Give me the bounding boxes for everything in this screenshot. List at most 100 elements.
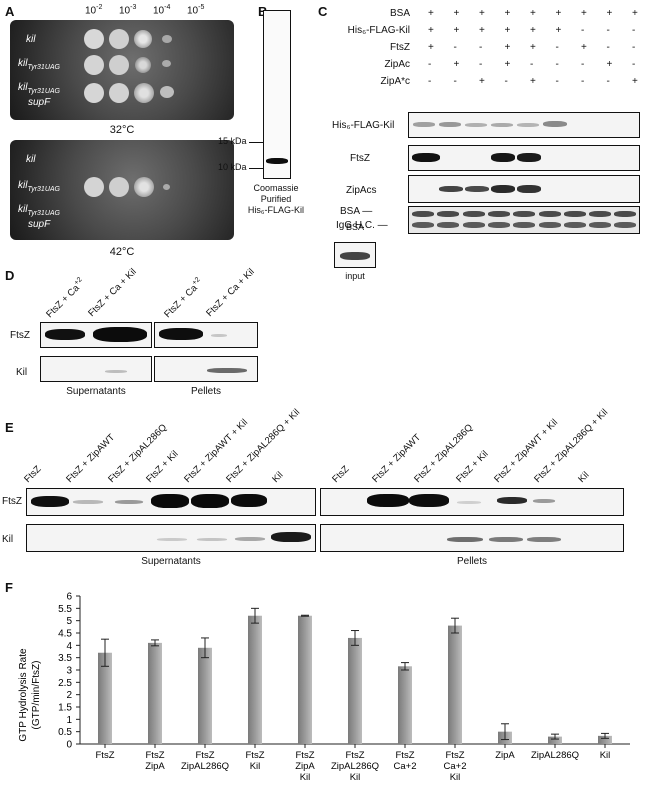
x-tick-label: ZipAL286Q (181, 761, 229, 772)
band (340, 252, 370, 260)
pulldown-matrix: BSA+++++++++His₆-FLAG-Kil++++++---FtsZ+-… (330, 4, 640, 99)
y-tick-label: 1 (66, 715, 72, 726)
x-tick-label: ZipA (495, 750, 515, 761)
matrix-cell: - (428, 59, 432, 70)
band (45, 329, 85, 340)
blot-d-sup-ftsz (40, 322, 152, 348)
band (491, 185, 515, 193)
matrix-cell: + (479, 8, 485, 19)
lane-d-2: FtsZ + Ca + Kil (86, 266, 139, 319)
x-tick-label: ZipA (295, 761, 315, 772)
matrix-cell: + (428, 25, 434, 36)
matrix-cell: + (479, 76, 485, 87)
band (73, 500, 103, 504)
lane-e-right-4: FtsZ + Kil (454, 448, 491, 485)
matrix-cell: + (530, 25, 536, 36)
bar (548, 736, 562, 744)
e-row-ftsz: FtsZ (2, 496, 22, 507)
matrix-row-label: His₆-FLAG-Kil (347, 25, 410, 36)
bar (598, 735, 612, 744)
y-tick-label: 3 (66, 666, 72, 677)
matrix-row-label: ZipAc (384, 59, 410, 70)
panel-f-label: F (5, 580, 13, 595)
blot-c-ftsz (408, 145, 640, 171)
bsa-input-label-2: input (345, 271, 365, 281)
blot-label-kil: His₆-FLAG-Kil (332, 120, 395, 131)
y-tick-label: 4.5 (58, 629, 72, 640)
band (513, 222, 536, 228)
band (413, 122, 435, 127)
bar (398, 666, 412, 744)
band (93, 327, 147, 342)
x-tick-label: Ca+2 (394, 761, 417, 772)
bar (348, 637, 362, 744)
panel-a-label: A (5, 4, 15, 19)
plate-42-row-kil: kil (26, 154, 36, 165)
band (462, 211, 485, 217)
band (457, 501, 481, 504)
x-tick-label: Kil (350, 772, 361, 783)
matrix-cell: - (555, 59, 559, 70)
matrix-cell: + (530, 8, 536, 19)
blot-c-zipa (408, 175, 640, 203)
matrix-cell: - (581, 25, 585, 36)
matrix-cell: - (632, 25, 636, 36)
band (533, 499, 555, 503)
y-tick-label: 1.5 (58, 703, 72, 714)
d-caption-pel: Pellets (190, 386, 221, 397)
colony (109, 29, 129, 49)
panel-d-label: D (5, 268, 15, 283)
colony (109, 177, 129, 197)
bar (248, 615, 262, 744)
colony (160, 86, 174, 98)
band (437, 222, 460, 228)
colony (135, 57, 151, 73)
matrix-cell: + (632, 76, 638, 87)
band (439, 186, 463, 192)
band (447, 537, 483, 542)
bar (198, 647, 212, 744)
colony (162, 35, 172, 43)
band (589, 211, 612, 217)
y-tick-label: 6 (66, 592, 72, 603)
band (197, 538, 227, 541)
matrix-cell: + (606, 8, 613, 19)
y-tick-label: 2.5 (58, 678, 72, 689)
x-tick-label: FtsZ (446, 750, 465, 761)
x-tick-label: Kil (250, 761, 261, 772)
temp-42-label: 42°C (109, 246, 135, 258)
bar (448, 625, 462, 744)
x-tick-label: FtsZ (346, 750, 365, 761)
lane-e-right-7: Kil (576, 469, 592, 485)
colony (163, 184, 170, 190)
panel-b-label: B (258, 4, 267, 19)
marker-15kda: 15 kDa (218, 136, 247, 146)
blot-e-sup-ftsz (26, 488, 316, 516)
y-tick-label: 2 (66, 690, 72, 701)
band (517, 123, 539, 127)
blot-label-bsa: BSA — (340, 206, 373, 217)
band (437, 211, 460, 217)
y-tick-label: 0 (66, 740, 72, 751)
e-caption-sup: Supernatants (141, 556, 201, 567)
matrix-cell: - (555, 42, 559, 53)
matrix-cell: + (504, 8, 511, 19)
lane-e-left-1: FtsZ (22, 463, 44, 485)
band (491, 153, 515, 162)
band (465, 186, 489, 192)
band (491, 123, 513, 127)
bar (98, 652, 112, 744)
bar (148, 642, 162, 744)
matrix-cell: - (530, 59, 534, 70)
panel-e-label: E (5, 420, 14, 435)
matrix-cell: + (453, 59, 460, 70)
x-tick-label: ZipA (145, 761, 165, 772)
marker-10kda: 10 kDa (218, 162, 247, 172)
matrix-cell: - (479, 42, 483, 53)
x-tick-label: FtsZ (96, 750, 115, 761)
x-tick-label: FtsZ (396, 750, 415, 761)
dilution-2: 10-3 (119, 4, 137, 17)
band (235, 537, 265, 541)
matrix-cell: - (555, 76, 559, 87)
